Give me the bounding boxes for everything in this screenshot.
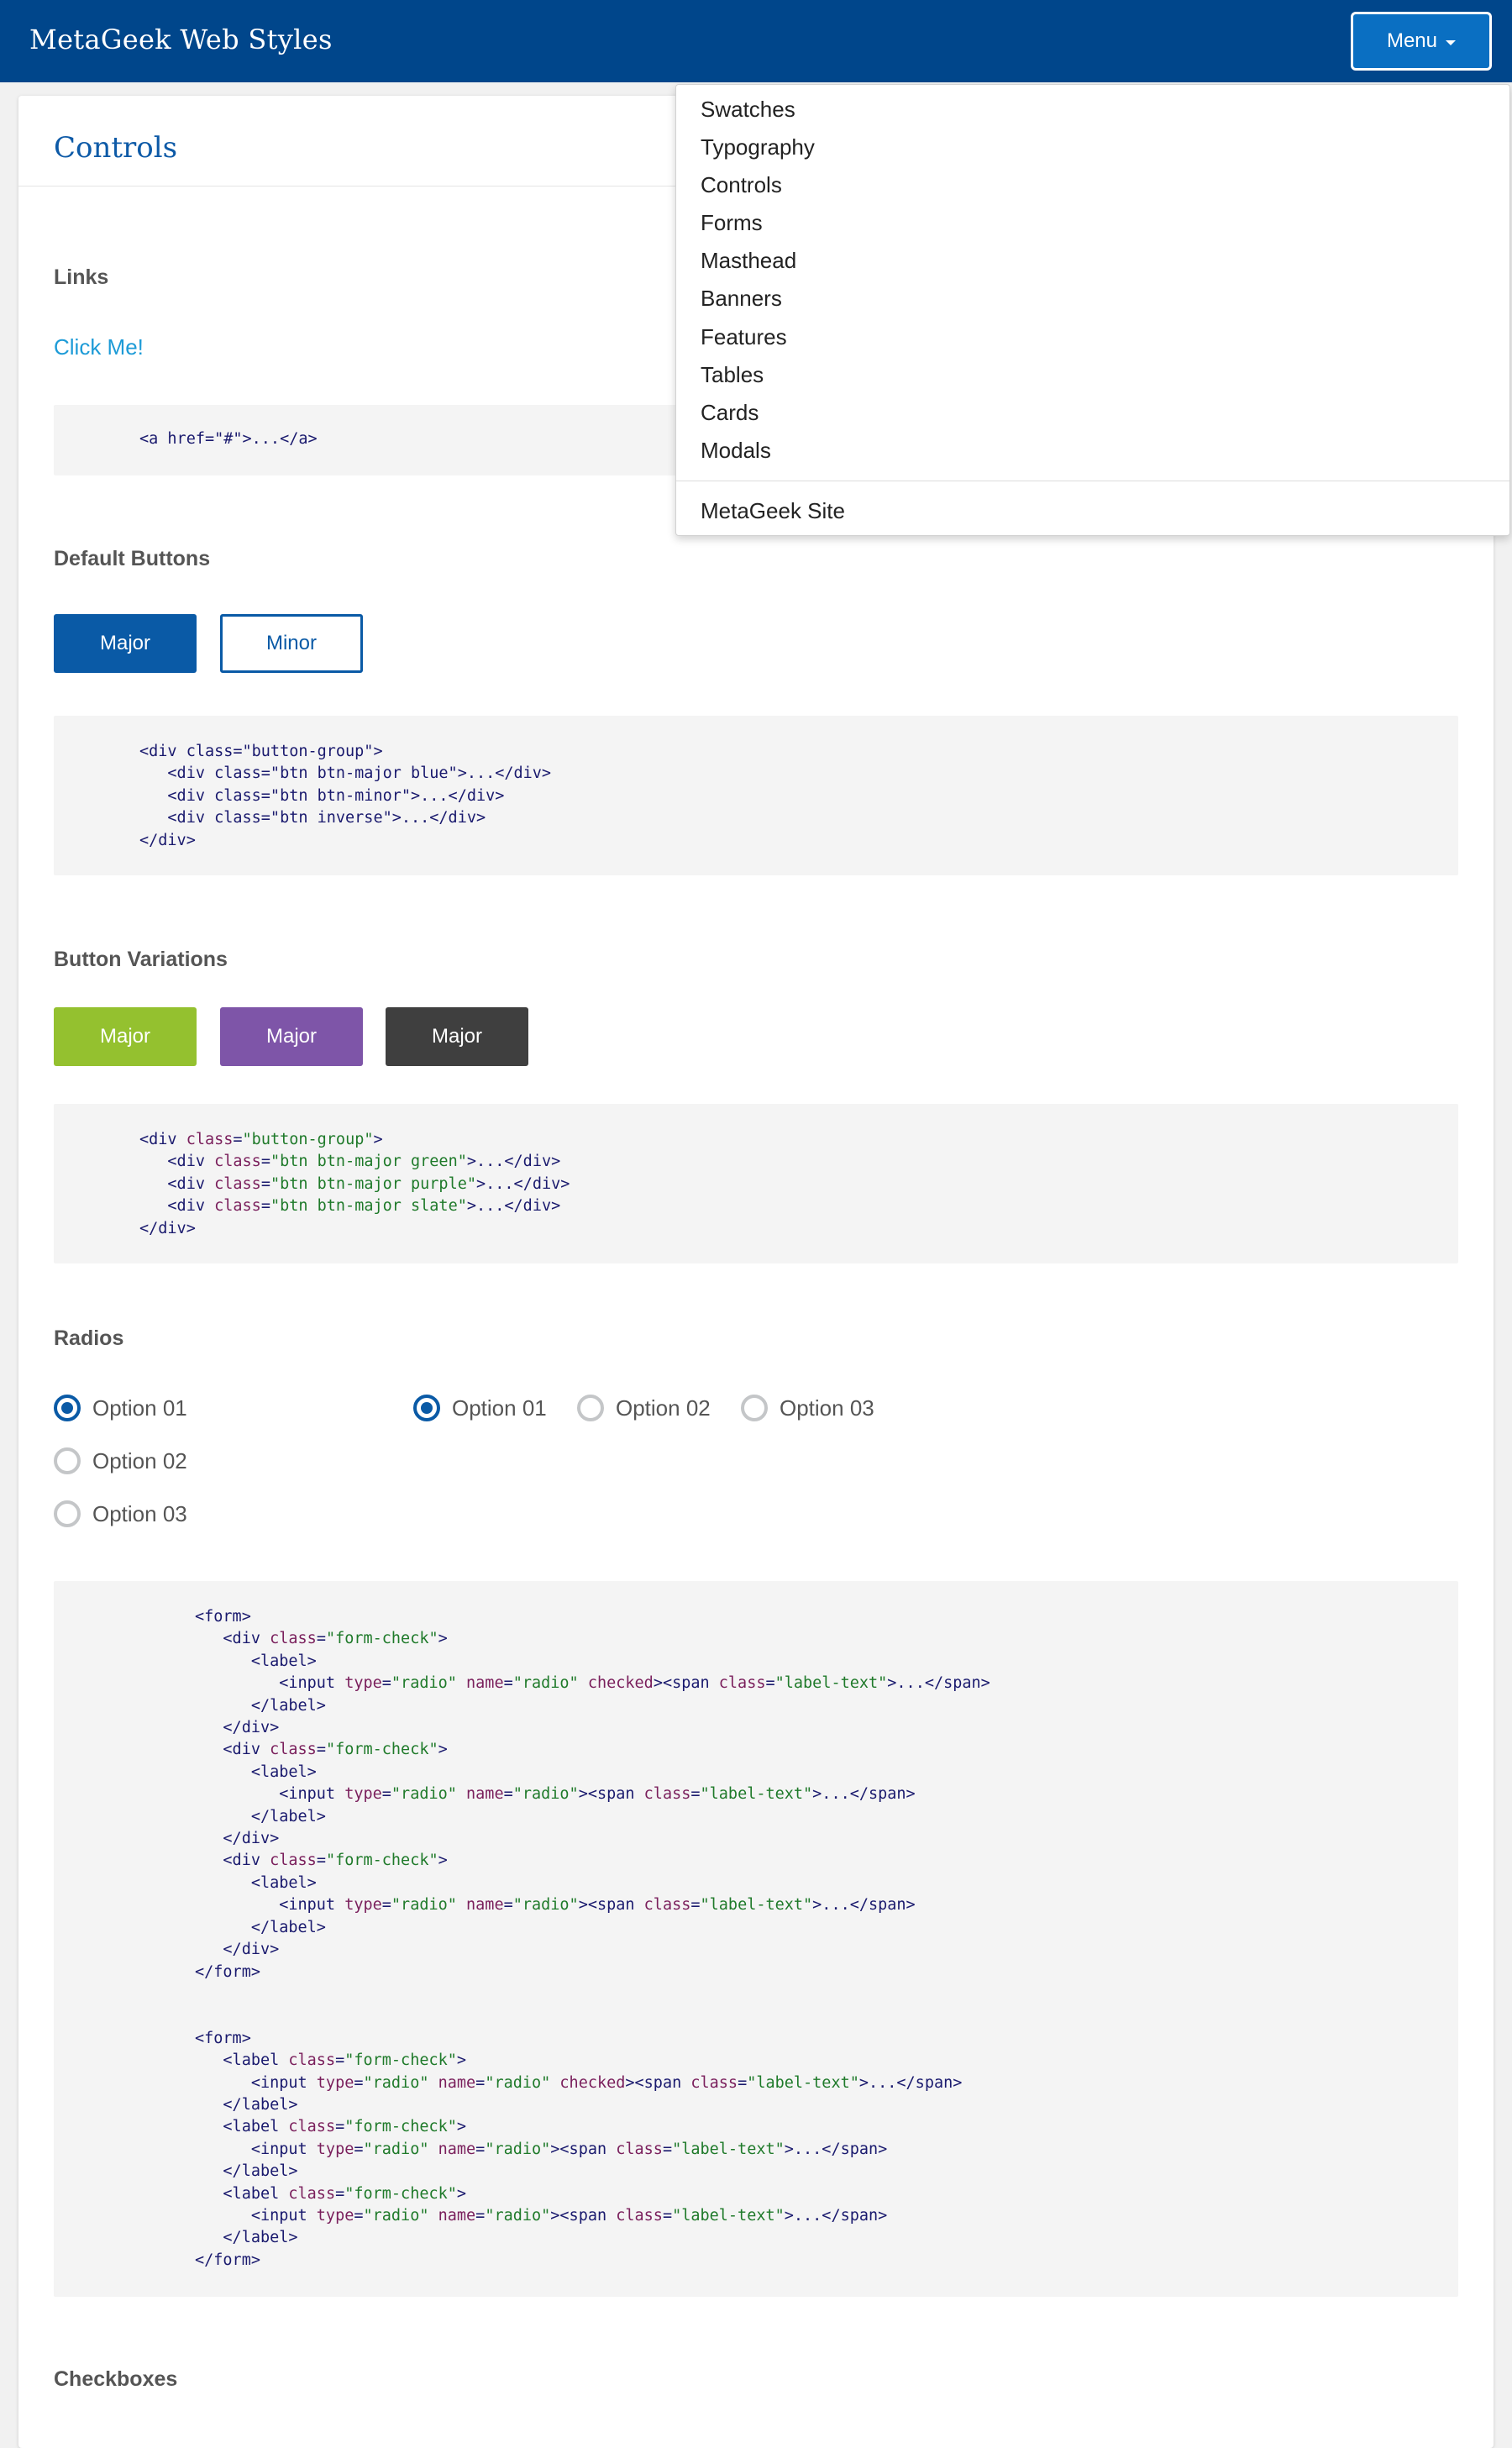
radios-code-block: <form> <div class="form-check"> <label> … bbox=[54, 1581, 1458, 2297]
radio-label: Option 02 bbox=[616, 1395, 711, 1421]
menu-item-banners[interactable]: Banners bbox=[701, 286, 782, 311]
menu-dropdown: Swatches Typography Controls Forms Masth… bbox=[675, 84, 1510, 536]
radio-vertical-option-03[interactable]: Option 03 bbox=[54, 1500, 187, 1527]
checkboxes-heading: Checkboxes bbox=[54, 2367, 178, 2391]
menu-item-tables[interactable]: Tables bbox=[701, 362, 764, 387]
menu-item-forms[interactable]: Forms bbox=[701, 210, 763, 235]
page-title: Controls bbox=[54, 131, 178, 165]
menu-item-modals[interactable]: Modals bbox=[701, 438, 771, 463]
code-line: <div class="btn inverse">...</div> bbox=[139, 809, 486, 827]
minor-button[interactable]: Minor bbox=[220, 614, 363, 673]
radios-heading: Radios bbox=[54, 1326, 124, 1350]
code-line: </div> bbox=[139, 831, 196, 849]
radio-horizontal-option-02[interactable]: Option 02 bbox=[577, 1395, 711, 1421]
code-line: <div class="btn btn-major blue">...</div… bbox=[139, 764, 552, 783]
button-variations-code-block: <div class="button-group"> <div class="b… bbox=[54, 1104, 1458, 1263]
radio-label: Option 02 bbox=[92, 1447, 187, 1474]
radio-unchecked-icon[interactable] bbox=[741, 1395, 768, 1421]
code-line: <div class="btn btn-minor">...</div> bbox=[139, 786, 505, 805]
radio-label: Option 01 bbox=[92, 1395, 187, 1421]
major-green-button[interactable]: Major bbox=[54, 1007, 197, 1066]
menu-item-metageek-site[interactable]: MetaGeek Site bbox=[701, 498, 845, 523]
radio-unchecked-icon[interactable] bbox=[54, 1447, 81, 1474]
radio-label: Option 03 bbox=[92, 1500, 187, 1526]
radio-unchecked-icon[interactable] bbox=[54, 1500, 81, 1527]
menu-item-controls[interactable]: Controls bbox=[701, 172, 782, 197]
links-code: <a href="#">...</a> bbox=[139, 430, 318, 448]
menu-item-cards[interactable]: Cards bbox=[701, 400, 759, 425]
masthead: MetaGeek Web Styles Menu bbox=[0, 0, 1512, 82]
button-variations-heading: Button Variations bbox=[54, 948, 228, 971]
radio-vertical-option-01[interactable]: Option 01 bbox=[54, 1395, 187, 1421]
menu-item-features[interactable]: Features bbox=[701, 324, 787, 349]
major-purple-button[interactable]: Major bbox=[220, 1007, 363, 1066]
menu-item-masthead[interactable]: Masthead bbox=[701, 248, 797, 273]
site-title[interactable]: MetaGeek Web Styles bbox=[29, 24, 333, 55]
radio-checked-icon[interactable] bbox=[54, 1395, 81, 1421]
menu-button[interactable]: Menu bbox=[1351, 12, 1492, 71]
radio-label: Option 03 bbox=[780, 1395, 874, 1421]
default-buttons-code-block: <div class="button-group"> <div class="b… bbox=[54, 716, 1458, 875]
radios-code: <form> <div class="form-check"> <label> … bbox=[195, 1608, 990, 2269]
major-button[interactable]: Major bbox=[54, 614, 197, 673]
radio-unchecked-icon[interactable] bbox=[577, 1395, 604, 1421]
click-me-link[interactable]: Click Me! bbox=[54, 334, 144, 360]
button-variations-code: <div class="button-group"> <div class="b… bbox=[139, 1131, 570, 1237]
default-buttons-heading: Default Buttons bbox=[54, 547, 211, 570]
menu-item-typography[interactable]: Typography bbox=[701, 134, 815, 160]
radio-horizontal-option-01[interactable]: Option 01 bbox=[413, 1395, 547, 1421]
radio-label: Option 01 bbox=[452, 1395, 547, 1421]
menu-button-label: Menu bbox=[1386, 29, 1438, 52]
caret-down-icon bbox=[1446, 39, 1457, 45]
radio-vertical-option-02[interactable]: Option 02 bbox=[54, 1447, 187, 1474]
radio-horizontal-option-03[interactable]: Option 03 bbox=[741, 1395, 874, 1421]
menu-item-swatches[interactable]: Swatches bbox=[701, 97, 795, 122]
major-slate-button[interactable]: Major bbox=[386, 1007, 528, 1066]
radio-checked-icon[interactable] bbox=[413, 1395, 440, 1421]
code-line: <div class="button-group"> bbox=[139, 743, 383, 760]
default-buttons-code: <div class="button-group"> <div class="b… bbox=[139, 741, 551, 852]
links-heading: Links bbox=[54, 265, 109, 289]
